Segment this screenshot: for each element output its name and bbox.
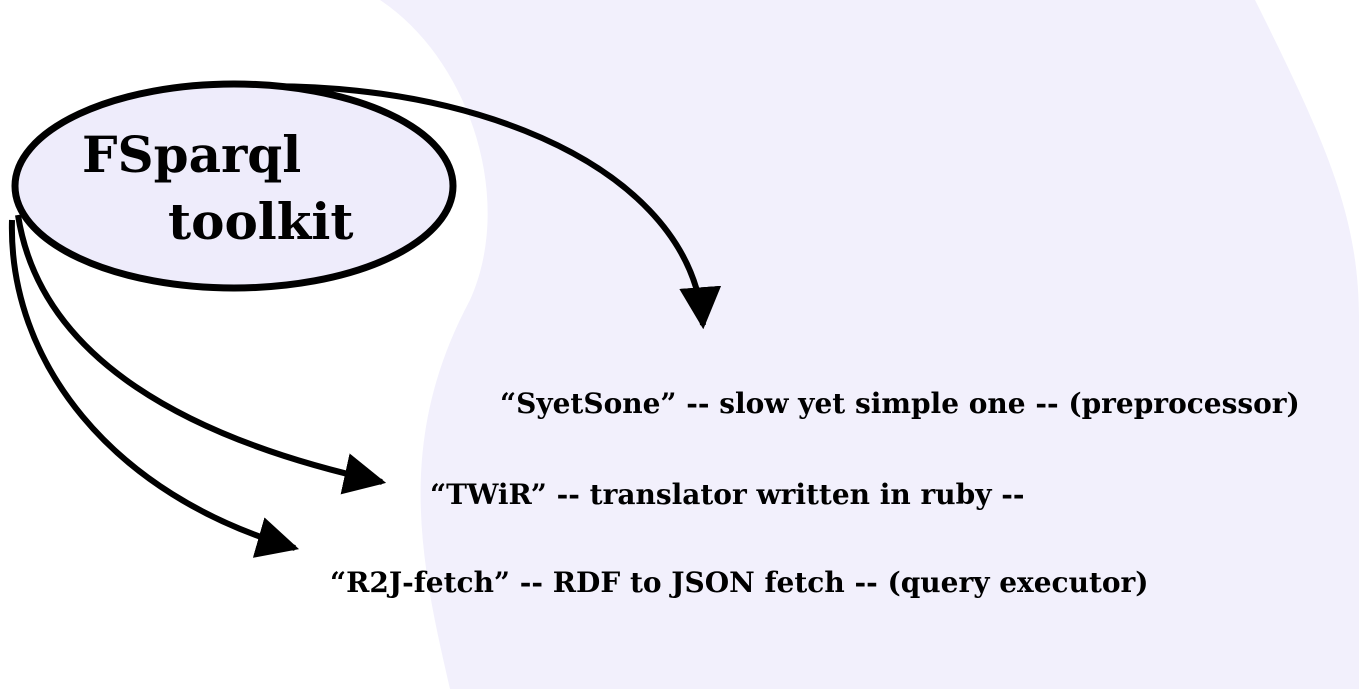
item-label-syetsone: “SyetSone” -- slow yet simple one -- (pr… bbox=[500, 387, 1300, 420]
arrow-to-twir bbox=[15, 214, 387, 495]
item-label-twir: “TWiR” -- translator written in ruby -- bbox=[430, 478, 1025, 511]
background-panel bbox=[380, 0, 1359, 689]
hub-ellipse bbox=[11, 80, 457, 292]
hub-title-line-2: toolkit bbox=[168, 192, 354, 251]
arrow-to-r2j-fetch bbox=[8, 219, 300, 558]
hub-title-line-1: FSparql bbox=[82, 125, 302, 184]
item-label-r2j-fetch: “R2J-fetch” -- RDF to JSON fetch -- (que… bbox=[330, 566, 1149, 599]
